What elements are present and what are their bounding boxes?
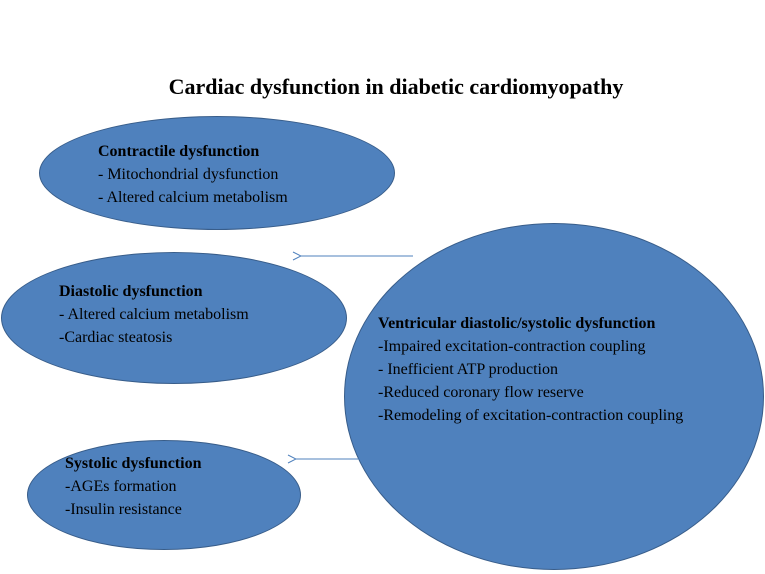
systolic-dysfunction-text: Systolic dysfunction -AGEs formation -In… (65, 452, 201, 521)
contractile-dysfunction-node (39, 116, 395, 230)
systolic-heading: Systolic dysfunction (65, 455, 202, 472)
ventricular-item: -Remodeling of excitation-contraction co… (378, 407, 684, 424)
ventricular-item: -Reduced coronary flow reserve (378, 384, 584, 401)
ventricular-dysfunction-text: Ventricular diastolic/systolic dysfuncti… (378, 312, 683, 427)
systolic-item: -AGEs formation (65, 478, 177, 495)
diastolic-heading: Diastolic dysfunction (59, 283, 203, 300)
contractile-dysfunction-text: Contractile dysfunction - Mitochondrial … (98, 140, 288, 209)
systolic-dysfunction-node (27, 440, 301, 550)
ventricular-item: -Impaired excitation-contraction couplin… (378, 338, 646, 355)
ventricular-item: - Inefficient ATP production (378, 361, 558, 378)
contractile-heading: Contractile dysfunction (98, 143, 260, 160)
ventricular-heading: Ventricular diastolic/systolic dysfuncti… (378, 315, 656, 332)
diastolic-dysfunction-node (1, 252, 347, 384)
diagram-title: Cardiac dysfunction in diabetic cardiomy… (168, 74, 624, 99)
ventricular-dysfunction-node (344, 223, 764, 570)
contractile-item: - Mitochondrial dysfunction (98, 166, 279, 183)
diastolic-dysfunction-text: Diastolic dysfunction - Altered calcium … (59, 280, 249, 349)
contractile-item: - Altered calcium metabolism (98, 189, 288, 206)
diastolic-item: - Altered calcium metabolism (59, 306, 249, 323)
systolic-item: -Insulin resistance (65, 501, 182, 518)
diastolic-item: -Cardiac steatosis (59, 329, 173, 346)
